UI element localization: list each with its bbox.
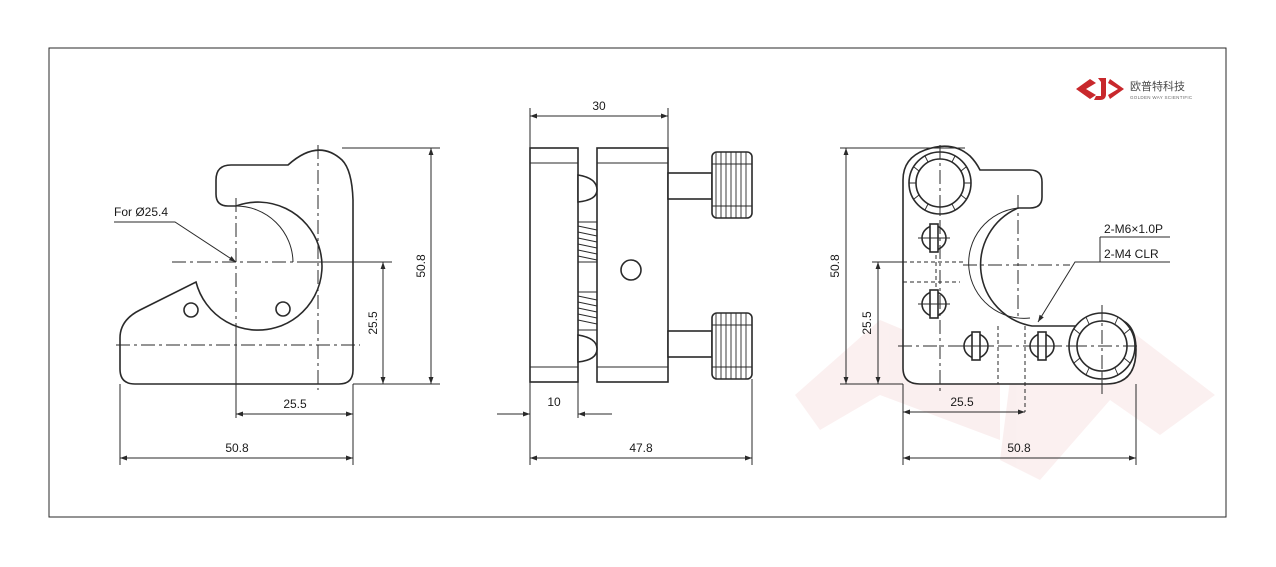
back-callout-leader xyxy=(1037,261,1100,323)
side-dim-47-8-label: 47.8 xyxy=(629,441,653,455)
back-dim-25-5-h-label: 25.5 xyxy=(950,395,974,409)
front-bore-edge xyxy=(235,205,294,263)
side-adjuster-knob-top xyxy=(711,151,753,219)
brand-logo: 欧普特科技 GOLDEN WAY SCIENTIFIC xyxy=(1076,78,1193,100)
side-dim-30-label: 30 xyxy=(592,99,606,113)
drawing-frame xyxy=(48,47,1227,518)
back-callout-text-2: 2-M4 CLR xyxy=(1104,247,1159,261)
side-adjuster-knob-bottom xyxy=(711,312,753,380)
side-adjuster-shaft-bottom xyxy=(667,330,713,358)
side-ball-bottom xyxy=(577,334,598,363)
side-center-hole xyxy=(620,259,642,281)
front-view: For Ø25.4 25.5 50.8 25.5 50.8 xyxy=(114,145,440,465)
back-callout-text-1: 2-M6×1.0P xyxy=(1104,222,1163,236)
front-screw-hole-right xyxy=(275,301,291,317)
brand-name-cn: 欧普特科技 xyxy=(1130,79,1185,93)
front-dim-50-8-v-label: 50.8 xyxy=(414,254,428,278)
front-dim-25-5-h-label: 25.5 xyxy=(283,397,307,411)
side-view: 30 10 47.8 xyxy=(497,99,753,465)
brand-logo-icon xyxy=(1076,78,1124,100)
side-dim-10-label: 10 xyxy=(547,395,561,409)
back-view: 2-M6×1.0P 2-M4 CLR 25.5 50.8 25.5 50.8 xyxy=(828,145,1170,465)
side-spring-top xyxy=(577,221,598,263)
front-callout-leader xyxy=(114,221,237,263)
side-ball-top xyxy=(577,174,598,203)
front-screw-hole-left xyxy=(183,302,199,318)
side-spring-bottom xyxy=(577,291,598,331)
back-dim-25-5-v-label: 25.5 xyxy=(860,311,874,335)
side-fixed-plate xyxy=(529,147,579,383)
side-adjuster-shaft-top xyxy=(667,172,713,200)
brand-name-en: GOLDEN WAY SCIENTIFIC xyxy=(1130,95,1193,100)
front-dim-25-5-v-label: 25.5 xyxy=(366,311,380,335)
front-dim-50-8-h-label: 50.8 xyxy=(225,441,249,455)
front-callout-text: For Ø25.4 xyxy=(114,205,168,219)
back-dim-50-8-v-label: 50.8 xyxy=(828,254,842,278)
front-mount-body xyxy=(119,149,354,385)
back-dim-50-8-h-label: 50.8 xyxy=(1007,441,1031,455)
